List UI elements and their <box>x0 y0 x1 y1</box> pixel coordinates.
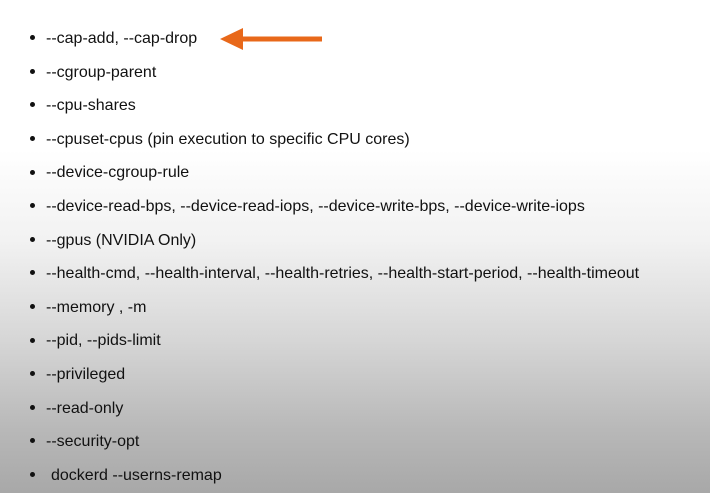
bullet-icon <box>30 371 35 377</box>
bullet-list: --cap-add, --cap-drop --cgroup-parent --… <box>30 22 700 492</box>
bullet-icon <box>30 68 35 74</box>
list-item: --pid, --pids-limit <box>30 324 700 358</box>
arrow-shaft <box>241 36 322 42</box>
bullet-text: --privileged <box>46 365 126 383</box>
list-item: --cap-add, --cap-drop <box>30 22 700 56</box>
bullet-text: --cpu-shares <box>46 97 136 115</box>
list-item: --device-read-bps, --device-read-iops, -… <box>30 190 700 224</box>
bullet-text: --pid, --pids-limit <box>46 332 161 350</box>
bullet-icon <box>30 35 35 41</box>
bullet-icon <box>30 438 35 444</box>
list-item: --privileged <box>30 358 700 392</box>
bullet-text: --device-read-bps, --device-read-iops, -… <box>46 197 585 215</box>
bullet-icon <box>30 304 35 310</box>
bullet-text: --gpus (NVIDIA Only) <box>46 231 197 249</box>
bullet-icon <box>30 337 35 343</box>
bullet-icon <box>30 472 35 478</box>
list-item: --cpuset-cpus (pin execution to specific… <box>30 123 700 157</box>
bullet-text: --health-cmd, --health-interval, --healt… <box>46 265 640 283</box>
bullet-icon <box>30 203 35 209</box>
bullet-text: --cap-add, --cap-drop <box>46 30 198 47</box>
bullet-text: --cpuset-cpus (pin execution to specific… <box>46 130 410 148</box>
bullet-icon <box>30 404 35 410</box>
bullet-text: --cgroup-parent <box>46 63 157 81</box>
list-item: --gpus (NVIDIA Only) <box>30 224 700 258</box>
list-item: --cgroup-parent <box>30 56 700 90</box>
bullet-text: --device-cgroup-rule <box>46 164 190 182</box>
bullet-icon <box>30 236 35 242</box>
left-arrow-icon <box>220 28 322 50</box>
bullet-text: --memory , -m <box>46 298 147 316</box>
list-item: --read-only <box>30 392 700 426</box>
arrow-head <box>220 28 243 50</box>
bullet-icon <box>30 136 35 142</box>
list-item: --cpu-shares <box>30 89 700 123</box>
bullet-text: dockerd --userns-remap <box>51 466 222 484</box>
bullet-text: --read-only <box>46 399 124 417</box>
list-item: --security-opt <box>30 425 700 459</box>
bullet-text: --security-opt <box>46 433 140 451</box>
bullet-icon <box>30 270 35 276</box>
list-item: --health-cmd, --health-interval, --healt… <box>30 257 700 291</box>
bullet-icon <box>30 102 35 108</box>
list-item: --memory , -m <box>30 291 700 325</box>
list-item: dockerd --userns-remap <box>30 459 700 493</box>
list-item: --device-cgroup-rule <box>30 156 700 190</box>
bullet-icon <box>30 169 35 175</box>
